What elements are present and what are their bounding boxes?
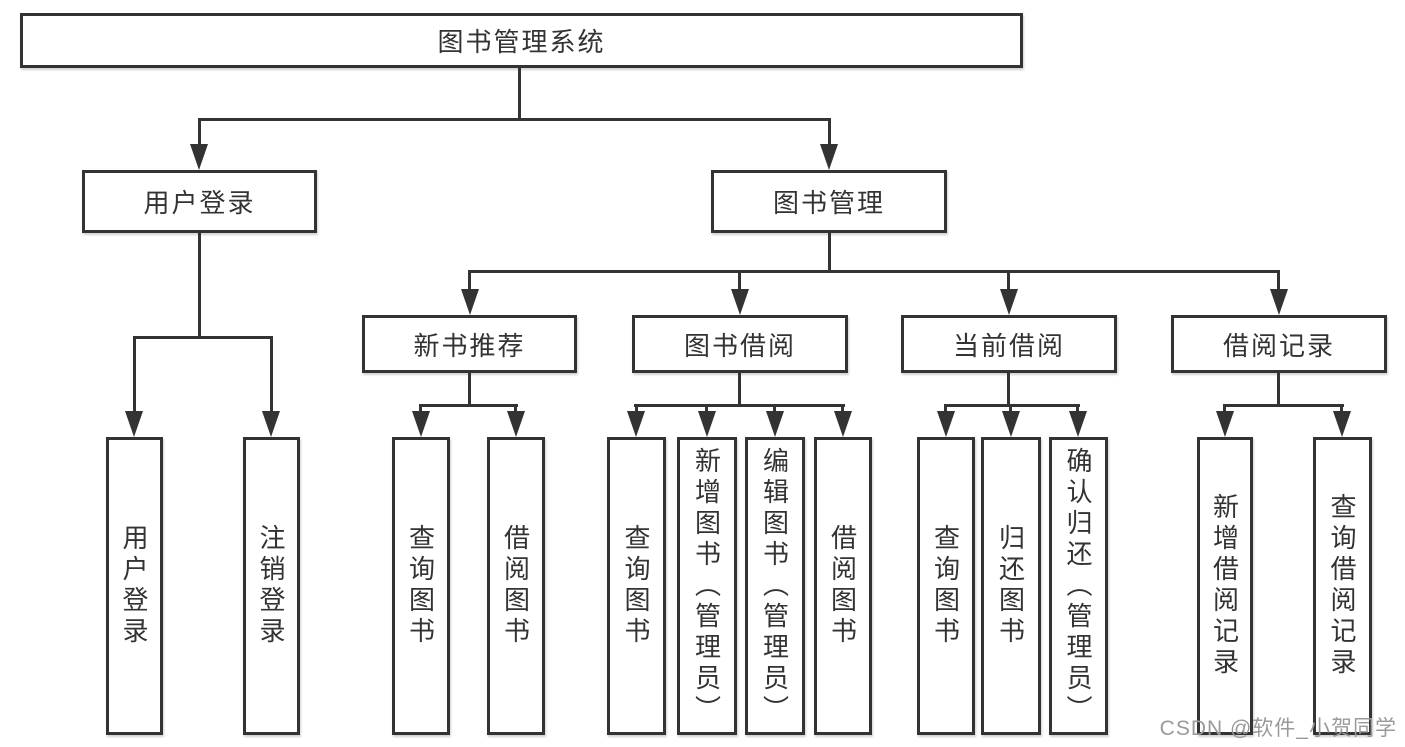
node-current-borrowing: 当前借阅 [901,315,1117,373]
connector-line [133,336,273,339]
connector-line [1277,373,1280,405]
node-book-borrowing: 图书借阅 [632,315,848,373]
node-user-login: 用户登录 [82,170,317,233]
connector-line [634,404,845,407]
leaf-borrow-add-books-admin: 新增图书（管理员） [677,437,737,735]
arrow-down-icon [627,411,645,437]
connector-line [738,270,741,293]
arrow-down-icon [461,289,479,315]
connector-line [1277,270,1280,293]
node-new-book-recommend: 新书推荐 [362,315,577,373]
leaf-newbook-query-books: 查询图书 [392,437,450,735]
arrow-down-icon [1000,289,1018,315]
arrow-down-icon [125,411,143,437]
node-borrow-records: 借阅记录 [1171,315,1387,373]
arrow-down-icon [1002,411,1020,437]
connector-line [635,404,638,414]
arrow-down-icon [766,411,784,437]
arrow-down-icon [937,411,955,437]
connector-line [1076,404,1079,414]
connector-line [1223,404,1226,414]
connector-line [1223,404,1344,407]
leaf-borrow-edit-books-admin: 编辑图书（管理员） [745,437,805,735]
connector-line [133,336,136,415]
leaf-user-login: 用户登录 [106,437,163,735]
connector-line [1007,373,1010,405]
connector-line [518,66,521,120]
arrow-down-icon [820,144,838,170]
connector-line [419,404,518,407]
connector-line [1009,404,1012,414]
leaf-borrow-borrow-books: 借阅图书 [814,437,872,735]
leaf-current-return-books: 归还图书 [981,437,1041,735]
connector-line [944,404,1080,407]
node-book-management: 图书管理 [711,170,947,233]
connector-line [828,233,831,273]
connector-line [705,404,708,414]
leaf-borrow-query-books: 查询图书 [607,437,666,735]
connector-line [1340,404,1343,414]
connector-line [468,270,471,293]
arrow-down-icon [412,411,430,437]
arrow-down-icon [834,411,852,437]
connector-line [419,404,422,414]
node-library-system: 图书管理系统 [20,13,1023,68]
leaf-current-confirm-return-admin: 确认归还（管理员） [1049,437,1108,735]
connector-line [1007,270,1010,293]
arrow-down-icon [1069,411,1087,437]
arrow-down-icon [1333,411,1351,437]
arrow-down-icon [698,411,716,437]
arrow-down-icon [1270,289,1288,315]
arrow-down-icon [731,289,749,315]
connector-line [468,270,1280,273]
arrow-down-icon [262,411,280,437]
connector-line [944,404,947,414]
connector-line [270,336,273,415]
connector-line [738,373,741,405]
arrow-down-icon [507,411,525,437]
connector-line [773,404,776,414]
leaf-records-query-record: 查询借阅记录 [1313,437,1372,735]
connector-line [198,118,201,148]
connector-line [198,233,201,339]
connector-line [198,118,831,121]
arrow-down-icon [1216,411,1234,437]
leaf-records-add-record: 新增借阅记录 [1197,437,1253,735]
connector-line [514,404,517,414]
arrow-down-icon [190,144,208,170]
leaf-current-query-books: 查询图书 [917,437,975,735]
leaf-newbook-borrow-books: 借阅图书 [487,437,545,735]
csdn-watermark: CSDN @软件_小贺同学 [1159,717,1397,740]
connector-line [468,373,471,405]
leaf-logout: 注销登录 [243,437,300,735]
connector-line [841,404,844,414]
connector-line [828,118,831,148]
